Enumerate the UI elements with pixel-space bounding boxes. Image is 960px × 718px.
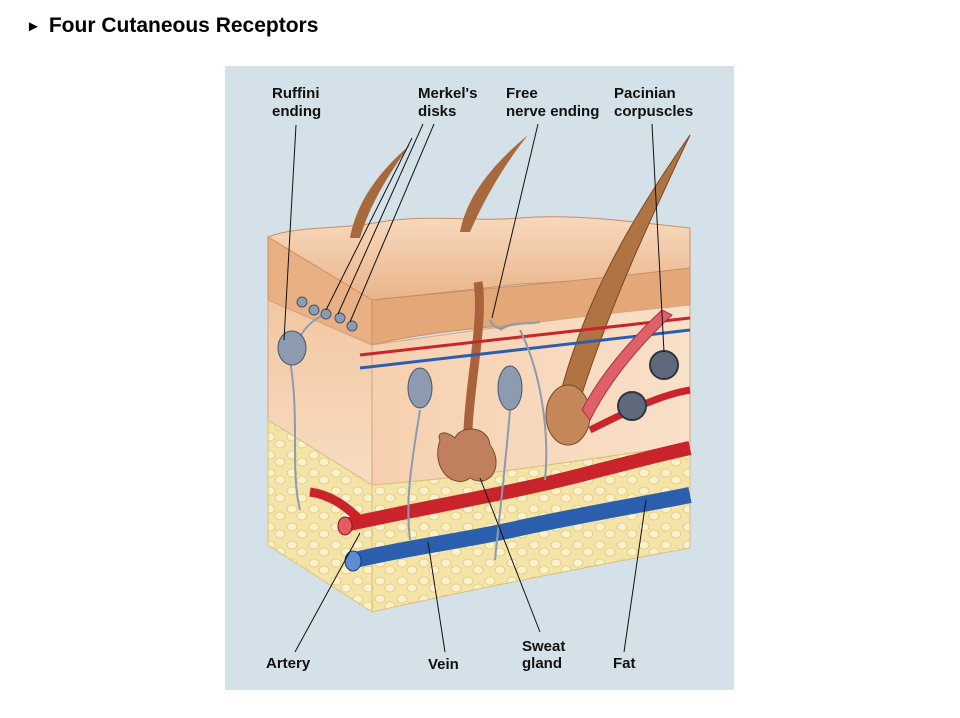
merkel-disks <box>296 296 358 332</box>
label-pacinian: Pacinian corpuscles <box>614 85 693 120</box>
sweat-duct <box>463 281 484 431</box>
meissner-corpuscle-1 <box>407 367 433 409</box>
nerve-2 <box>407 409 421 541</box>
hair-2 <box>460 135 528 232</box>
label-ruffini: Ruffini ending <box>272 85 324 120</box>
vein-cut <box>344 550 362 572</box>
capillary-red <box>359 316 691 357</box>
nerve-1 <box>288 311 331 511</box>
sweat-gland-coil <box>437 428 497 483</box>
artery-cut <box>337 516 353 536</box>
leader-lines <box>283 123 665 653</box>
label-sweat-gland: Sweat gland <box>522 638 570 672</box>
hair-1 <box>350 145 410 238</box>
title-text: Four Cutaneous Receptors <box>48 14 319 37</box>
hair-shaft <box>559 134 691 401</box>
bullet-triangle-icon: ► <box>26 17 41 35</box>
ruffini-ending <box>277 330 307 366</box>
pacinian-corpuscle-1 <box>649 350 679 380</box>
label-free-nerve-ending: Free nerve ending <box>506 85 599 120</box>
pacinian-corpuscle-2 <box>617 391 647 421</box>
meissner-corpuscle-2 <box>497 365 523 411</box>
free-nerve-ending <box>489 319 541 331</box>
label-fat: Fat <box>613 655 636 672</box>
artery-main <box>343 441 692 532</box>
vein-main <box>353 487 692 568</box>
label-vein: Vein <box>428 656 459 673</box>
nerve-3 <box>494 409 511 561</box>
artery-branch <box>309 487 364 524</box>
slide-title: ► Four Cutaneous Receptors <box>26 14 318 38</box>
label-merkel: Merkel's disks <box>418 85 482 120</box>
hair-follicle <box>545 384 591 446</box>
nerve-4 <box>519 329 548 481</box>
label-artery: Artery <box>266 655 311 672</box>
